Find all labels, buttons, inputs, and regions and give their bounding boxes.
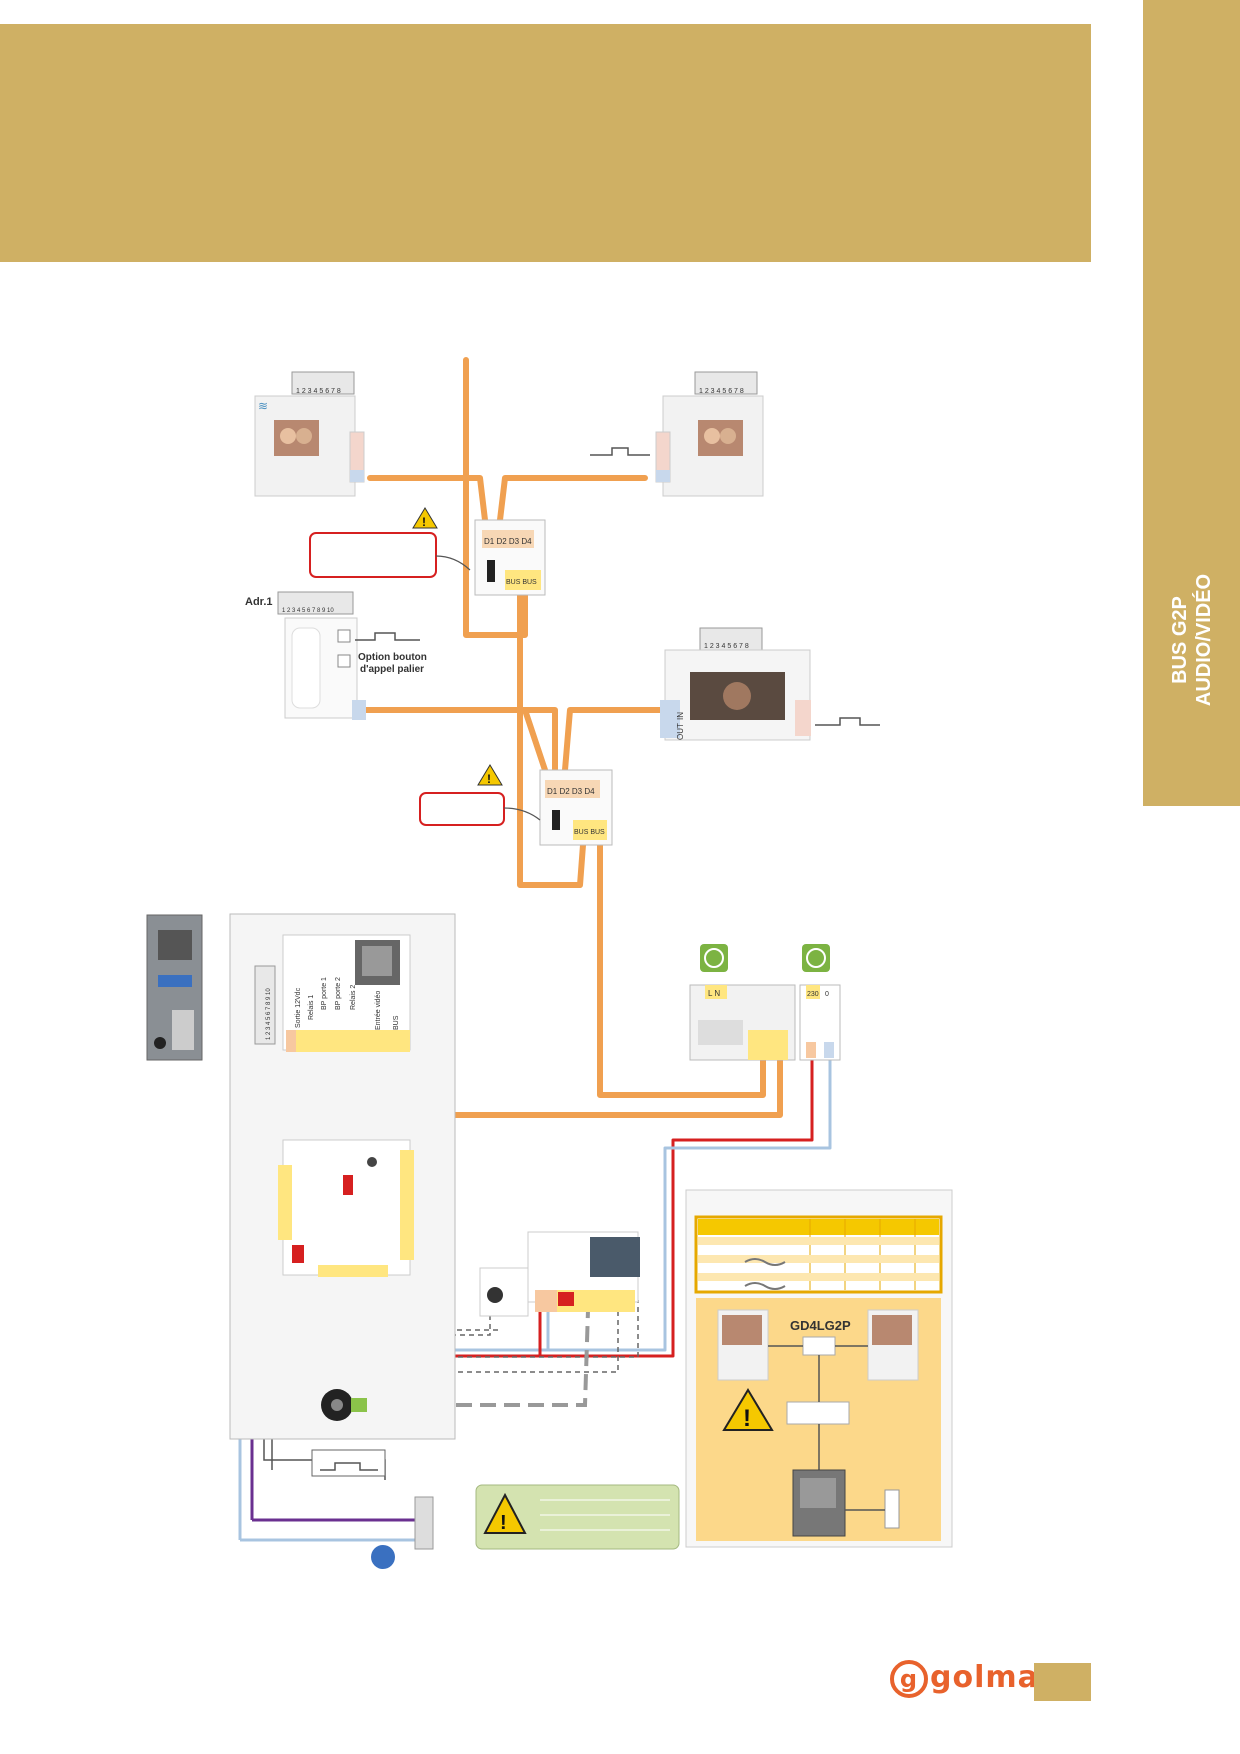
warning-icon-top: ! <box>412 507 438 529</box>
v230-label: 230 <box>807 991 819 998</box>
distributor-top-bus: BUS BUS <box>506 579 537 586</box>
page-number-box <box>1034 1663 1091 1701</box>
option-label-2: d'appel palier <box>360 664 424 675</box>
power-supply-bus: L N <box>689 984 796 1061</box>
dip-switch-panel: 1 2 3 4 5 6 7 8 9 10 <box>254 965 276 1045</box>
monitor-top-left: ≋ <box>254 395 365 497</box>
exit-button <box>311 1449 386 1477</box>
door-lock <box>371 1496 434 1569</box>
header-band <box>0 24 1091 262</box>
dip-switch-mid-right: 1 2 3 4 5 6 7 8 <box>699 627 763 651</box>
svg-text:L N: L N <box>708 989 720 998</box>
gd4lg2p-diagram: GD4LG2P ! <box>696 1298 941 1541</box>
svg-text:BUS BUS: BUS BUS <box>574 829 605 836</box>
svg-text:Sortie 12Vdc: Sortie 12Vdc <box>295 987 302 1028</box>
power-supply-12v: 230 0 <box>799 984 841 1061</box>
dip-switch-adr1: 1 2 3 4 5 6 7 8 9 10 <box>277 591 354 615</box>
audio-handset <box>284 617 420 720</box>
monitor-mid-right <box>660 649 880 741</box>
adr1-label: Adr.1 <box>245 596 273 608</box>
svg-text:!: ! <box>500 1512 507 1534</box>
panel-board-bottom <box>278 1139 414 1277</box>
distributor-top-inputs: D1 D2 D3 D4 <box>484 537 532 546</box>
option-label-1: Option bouton <box>358 652 427 663</box>
camera-button <box>321 1389 367 1421</box>
dip-switch-top-left: 1 2 3 4 5 6 7 8 <box>291 371 355 395</box>
dip-switch-top-right: 1 2 3 4 5 6 7 8 <box>694 371 758 395</box>
power-icon-1 <box>700 944 728 972</box>
callout-arrow-bottom <box>503 807 541 821</box>
gd4lg2p-label: GD4LG2P <box>790 1318 851 1333</box>
wifi-icon: ≋ <box>258 399 268 413</box>
svg-text:!: ! <box>422 515 426 529</box>
out-label: OUT <box>676 723 685 740</box>
panel-terminal-labels: Sortie 12Vdc Relais 1 BP porte 1 BP port… <box>295 977 400 1030</box>
dip-label: 1 2 3 4 5 6 7 8 <box>704 643 749 650</box>
cable-table <box>694 1215 943 1294</box>
callout-arrow-top <box>435 555 471 571</box>
warning-icon-bottom: ! <box>477 764 503 786</box>
entrance-panel-photo <box>146 914 203 1061</box>
in-label: IN <box>676 712 685 720</box>
brand-text: golmar <box>930 1660 1055 1695</box>
svg-text:Relais 1: Relais 1 <box>308 995 315 1020</box>
svg-text:D1 D2 D3 D4: D1 D2 D3 D4 <box>547 787 595 796</box>
callout-box-bottom <box>419 792 505 826</box>
svg-text:!: ! <box>487 772 491 786</box>
svg-text:Relais 2: Relais 2 <box>350 985 357 1010</box>
callout-box-top <box>309 532 437 578</box>
power-icon-2 <box>802 944 830 972</box>
dip-label: 1 2 3 4 5 6 7 8 <box>699 388 744 395</box>
svg-text:BP porte 1: BP porte 1 <box>321 977 328 1010</box>
svg-text:!: ! <box>743 1405 751 1432</box>
distributor-bottom: D1 D2 D3 D4 BUS BUS <box>539 769 613 846</box>
side-tab <box>1143 0 1240 806</box>
panel-board-top <box>282 934 411 1052</box>
bus-wires <box>357 357 783 1118</box>
dip-label: 1 2 3 4 5 6 7 8 9 10 <box>266 988 272 1040</box>
dip-label: 1 2 3 4 5 6 7 8 <box>296 388 341 395</box>
svg-text:Entrée vidéo: Entrée vidéo <box>375 991 382 1030</box>
zero-label: 0 <box>825 991 829 998</box>
dip-label: 1 2 3 4 5 6 7 8 9 10 <box>282 608 334 614</box>
svg-text:BUS: BUS <box>393 1015 400 1030</box>
distributor-top: D1 D2 D3 D4 BUS BUS <box>474 519 546 596</box>
monitor-top-right <box>590 395 764 497</box>
svg-text:BP porte 2: BP porte 2 <box>335 977 342 1010</box>
warning-note-box: ! <box>475 1484 680 1550</box>
access-control-module <box>479 1231 640 1317</box>
